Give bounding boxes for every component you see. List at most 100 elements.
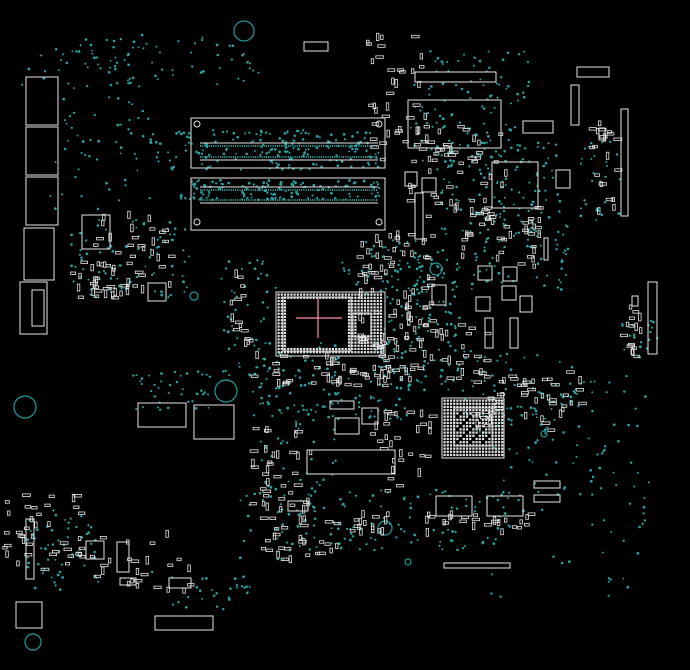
solder-ball (379, 328, 383, 331)
via (128, 118, 131, 122)
dimm-pin (288, 189, 289, 191)
via (97, 139, 101, 143)
via (447, 341, 450, 344)
via (558, 360, 561, 363)
via (142, 47, 145, 50)
via (403, 407, 406, 410)
via (258, 491, 262, 495)
dimm-pin (345, 156, 347, 158)
via (47, 544, 50, 547)
passive-component (413, 143, 421, 147)
solder-ball (494, 434, 497, 437)
via (199, 71, 203, 74)
passive-component (417, 468, 421, 477)
solder-ball (497, 447, 501, 450)
via (255, 366, 258, 369)
solder-ball (354, 309, 357, 312)
via (274, 487, 278, 491)
via (281, 523, 285, 526)
solder-ball (331, 347, 335, 351)
dimm-pin (204, 145, 206, 147)
via (87, 524, 90, 527)
dimm-pin (332, 156, 333, 158)
dimm-pin (266, 145, 267, 147)
via (390, 383, 393, 386)
via (595, 218, 598, 221)
via (564, 273, 568, 276)
via (456, 367, 460, 370)
passive-component (460, 515, 469, 519)
passive-component (531, 244, 537, 249)
passive-component (528, 220, 534, 224)
mounting-hole (540, 430, 548, 438)
passive-component (425, 528, 430, 537)
passive-component (508, 230, 513, 239)
passive-component (483, 423, 493, 428)
dimm-pin (310, 199, 311, 201)
via (260, 382, 263, 385)
passive-component (394, 131, 400, 135)
passive-component (527, 216, 535, 221)
dimm-pin (334, 156, 336, 158)
via (303, 151, 306, 154)
via (290, 195, 294, 199)
passive-component (457, 170, 464, 175)
dimm-latch (375, 120, 383, 128)
via (188, 136, 191, 139)
dimm-pin (248, 156, 250, 158)
via (236, 135, 239, 139)
passive-component (396, 230, 400, 237)
solder-ball (485, 434, 488, 437)
passive-component (4, 531, 10, 535)
small-part (329, 400, 355, 410)
solder-ball (277, 303, 280, 306)
solder-ball (357, 351, 360, 354)
solder-ball (354, 331, 357, 335)
solder-ball (373, 335, 376, 338)
passive-component (421, 140, 428, 144)
via (331, 415, 334, 418)
dimm-pin (230, 156, 232, 158)
solder-ball (481, 450, 485, 453)
solder-ball (357, 309, 360, 312)
via (464, 545, 466, 548)
via (278, 150, 281, 154)
solder-ball (357, 341, 360, 344)
solder-ball (287, 293, 290, 296)
via (160, 380, 163, 383)
solder-ball (370, 309, 373, 312)
passive-component (127, 557, 132, 561)
passive-component (358, 313, 362, 321)
solder-ball (443, 405, 446, 409)
solder-ball (293, 296, 296, 299)
via (305, 532, 308, 535)
solder-ball (469, 453, 472, 457)
via (133, 152, 136, 156)
via (533, 229, 536, 232)
via (415, 316, 418, 319)
via (184, 144, 187, 147)
passive-component (406, 305, 412, 310)
via (44, 547, 47, 551)
via (224, 369, 227, 372)
via (156, 151, 160, 154)
dimm-pin (266, 156, 267, 158)
solder-ball (494, 402, 497, 405)
via (621, 324, 624, 327)
solder-ball (449, 450, 453, 453)
via (301, 404, 304, 407)
dimm-pin (241, 156, 243, 158)
solder-ball (360, 303, 363, 306)
passive-component (130, 559, 140, 563)
via (151, 133, 155, 136)
via (442, 272, 446, 275)
via (478, 500, 481, 503)
passive-component (527, 232, 536, 236)
via (227, 330, 230, 333)
solder-ball (280, 344, 283, 347)
via (409, 506, 413, 510)
passive-component (24, 526, 30, 530)
passive-component (361, 510, 365, 518)
passive-component (578, 401, 587, 406)
passive-component (525, 514, 529, 520)
